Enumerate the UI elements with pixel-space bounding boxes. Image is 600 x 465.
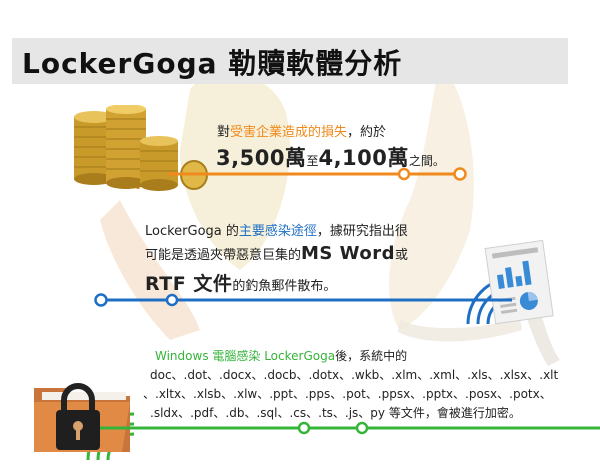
section2-line3: RTF 文件的釣魚郵件散布。 [145,273,337,295]
section2-line2: 可能是透過夾帶惡意巨集的MS Word或 [145,243,409,264]
section3-divider [100,421,600,435]
section3-line1: Windows 電腦感染 LockerGoga後，系統中的 [155,349,408,363]
report-document-icon [466,239,554,325]
coins-icon [74,105,208,191]
section3-line4: .sldx、.pdf、.db、.sql、.cs、.ts、.js、py 等文件，會… [150,406,521,420]
section2-divider [94,293,512,307]
section3-line3: 、.xltx、.xlsb、.xlw、.ppt、.pps、.pot、.ppsx、.… [143,387,552,401]
section3-line2: doc、.dot、.docx、.docb、.dotx、.wkb、.xlm、.xm… [150,368,559,382]
section1-divider [168,167,467,181]
locked-folder-icon [34,383,135,461]
section2-line1: LockerGoga 的主要感染途徑，據研究指出很 [145,224,408,239]
title-bar [12,38,568,84]
section1-line1: 對受害企業造成的損失，約於 [217,125,387,140]
page-title: LockerGoga 勒贖軟體分析 [22,47,403,80]
section1-line2: 3,500萬至4,100萬之間。 [216,146,445,170]
